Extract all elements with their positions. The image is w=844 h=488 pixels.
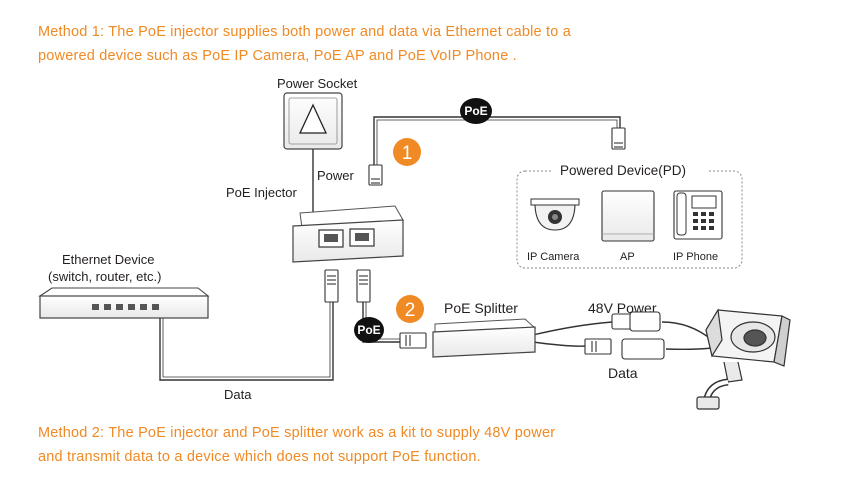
poe-cable-to-splitter <box>362 300 402 343</box>
poe-cable-to-pd <box>373 116 621 168</box>
warning-triangle-icon <box>298 103 328 134</box>
dome-camera-icon <box>530 198 580 231</box>
ip-phone-icon <box>673 190 723 240</box>
ip-phone-label: IP Phone <box>673 251 718 263</box>
svg-text:PoE: PoE <box>464 104 487 118</box>
poe-badge-bottom: PoE <box>354 317 384 343</box>
method-1-line-2: powered device such as PoE IP Camera, Po… <box>38 48 517 64</box>
data-cable-left <box>159 300 334 381</box>
power-label: Power <box>317 168 355 183</box>
ap-label: AP <box>620 251 635 263</box>
ethernet-device-sublabel: (switch, router, etc.) <box>48 269 161 284</box>
ethernet-device <box>38 287 210 319</box>
poe-splitter <box>432 318 537 358</box>
step-2-badge: 2 <box>396 295 424 323</box>
data-label-left: Data <box>224 387 252 402</box>
svg-text:PoE: PoE <box>357 323 380 337</box>
powered-device-label: Powered Device(PD) <box>560 163 686 178</box>
splitter-rj45-connector <box>584 338 665 360</box>
ethernet-device-label: Ethernet Device <box>62 252 155 267</box>
plug-top-pd-side <box>368 164 383 186</box>
cables <box>159 116 713 381</box>
powered-device-group <box>516 162 743 269</box>
method-2-line-1: Method 2: The PoE injector and PoE split… <box>38 425 556 441</box>
camera-data-cable <box>665 347 713 351</box>
power-socket-label: Power Socket <box>277 76 358 91</box>
rj45-plugs <box>324 127 626 349</box>
switch-ports <box>92 304 159 310</box>
method-2-description: Method 2: The PoE injector and PoE split… <box>38 421 555 469</box>
svg-text:2: 2 <box>405 300 416 321</box>
bullet-camera-icon <box>696 308 791 410</box>
power-socket <box>283 92 343 150</box>
plug-injector-data <box>324 269 339 303</box>
step-1-badge: 1 <box>393 138 421 166</box>
poe-injector <box>292 205 404 263</box>
splitter-data-cable <box>532 341 587 347</box>
dc-power-connector <box>611 311 661 332</box>
camera-power-cable <box>661 321 713 341</box>
poe-splitter-label: PoE Splitter <box>444 300 518 316</box>
method-2-line-2: and transmit data to a device which does… <box>38 449 481 465</box>
svg-text:1: 1 <box>402 143 413 164</box>
poe-badge-top: PoE <box>460 98 492 124</box>
plug-pd <box>611 127 626 150</box>
plug-injector-poe <box>356 269 371 303</box>
poe-injector-label: PoE Injector <box>226 185 297 200</box>
method-1-description: Method 1: The PoE injector supplies both… <box>38 20 571 68</box>
ip-camera-label: IP Camera <box>527 251 580 263</box>
data-cable-left-inner <box>162 300 331 378</box>
data-label-right: Data <box>608 365 638 381</box>
method-1-line-1: Method 1: The PoE injector supplies both… <box>38 24 572 40</box>
poe-cable-to-pd-inner <box>376 119 618 168</box>
access-point-icon <box>601 190 655 242</box>
splitter-power-cable <box>532 321 613 336</box>
plug-splitter-in <box>399 332 427 349</box>
